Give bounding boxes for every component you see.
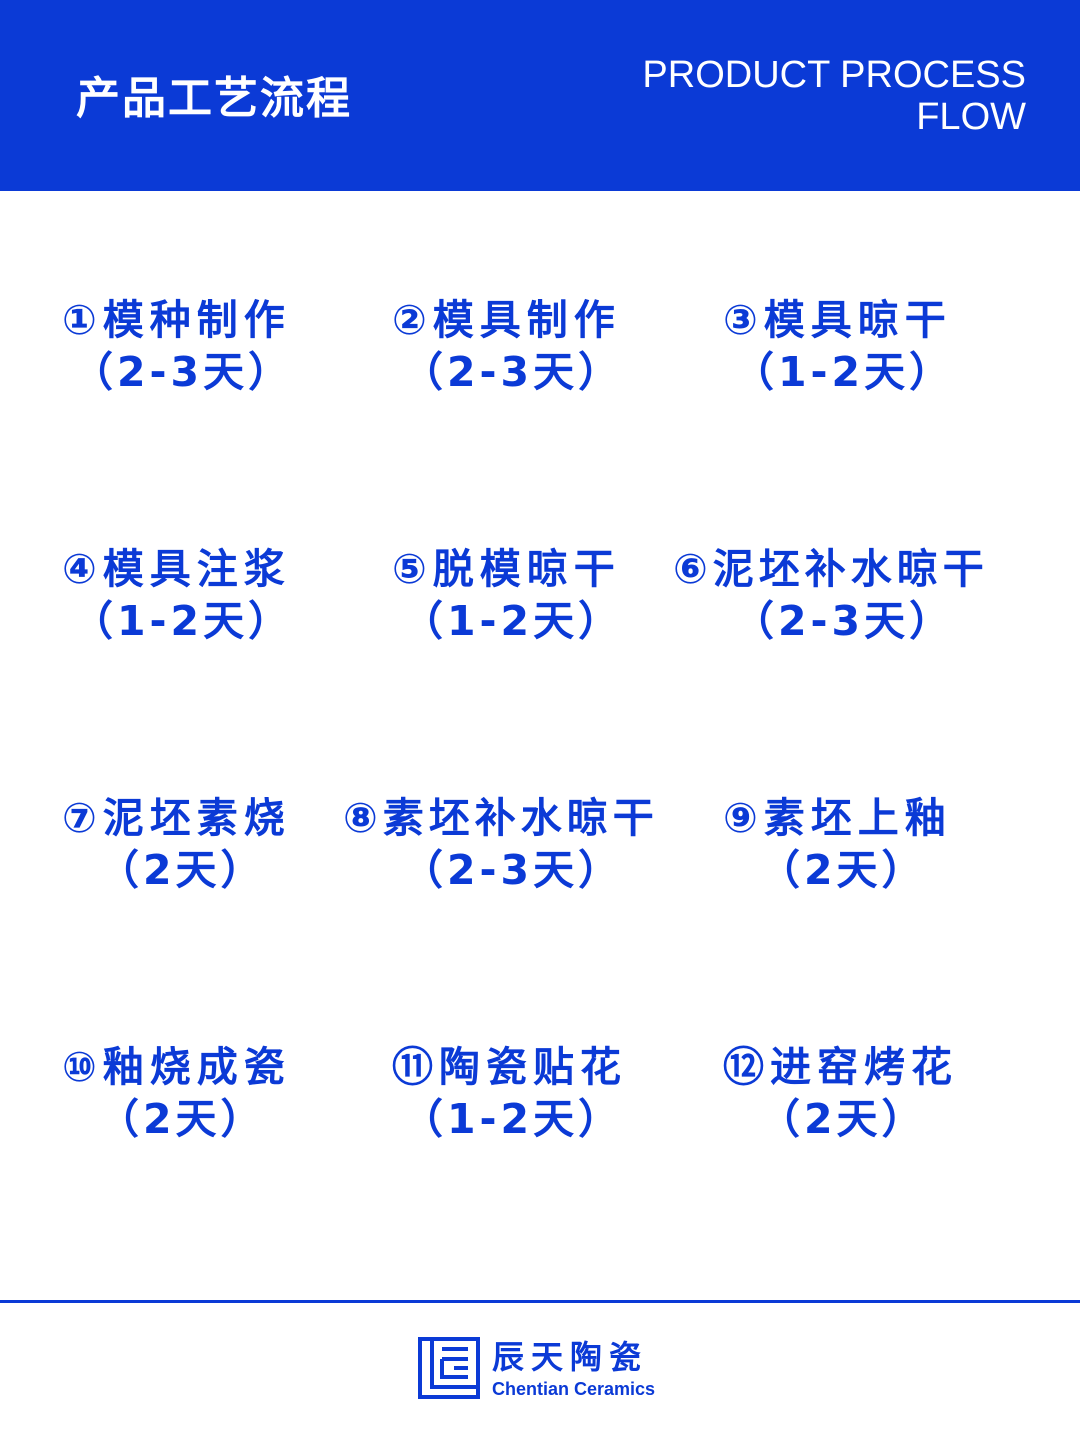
step-duration: （2天） <box>98 846 266 894</box>
process-step-11: ⑪陶瓷贴花 （1-2天） <box>392 1041 732 1145</box>
brand-name-english: Chentian Ceramics <box>492 1379 656 1399</box>
step-duration: （1-2天） <box>402 1095 624 1143</box>
step-duration: （2天） <box>98 1095 266 1143</box>
footer-divider <box>0 1300 1080 1303</box>
process-step-2: ②模具制作 （2-3天） <box>392 294 732 398</box>
step-name: ④模具注浆 <box>62 545 291 593</box>
step-name: ⑥泥坯补水晾干 <box>673 545 989 593</box>
step-name: ⑫进窑烤花 <box>723 1043 958 1091</box>
process-step-1: ①模种制作 （2-3天） <box>62 294 402 398</box>
step-duration: （1-2天） <box>72 597 294 645</box>
brand-name-chinese: 辰天陶瓷 <box>492 1338 649 1376</box>
process-step-7: ⑦泥坯素烧 （2天） <box>62 792 402 896</box>
process-step-4: ④模具注浆 （1-2天） <box>62 543 402 647</box>
step-name: ①模种制作 <box>62 296 291 344</box>
page-title-english-line2: FLOW <box>916 96 1026 138</box>
step-name: ②模具制作 <box>392 296 621 344</box>
step-name: ⑧素坯补水晾干 <box>343 794 659 842</box>
process-step-8: ⑧素坯补水晾干 （2-3天） <box>343 792 743 896</box>
page-title: 产品工艺流程 <box>76 73 352 124</box>
header-banner: 产品工艺流程 PRODUCT PROCESS FLOW <box>0 0 1080 191</box>
step-duration: （1-2天） <box>402 597 624 645</box>
step-name: ⑩釉烧成瓷 <box>62 1043 291 1091</box>
process-step-3: ③模具晾干 （1-2天） <box>723 294 1063 398</box>
process-step-6: ⑥泥坯补水晾干 （2-3天） <box>673 543 1073 647</box>
step-duration: （2-3天） <box>402 348 624 396</box>
page-title-english-line1: PRODUCT PROCESS <box>642 54 1026 96</box>
step-duration: （2天） <box>759 846 927 894</box>
step-duration: （2-3天） <box>733 597 955 645</box>
step-name: ⑤脱模晾干 <box>392 545 621 593</box>
process-step-5: ⑤脱模晾干 （1-2天） <box>392 543 732 647</box>
step-name: ③模具晾干 <box>723 296 952 344</box>
step-duration: （2-3天） <box>402 846 624 894</box>
step-name: ⑨素坯上釉 <box>723 794 952 842</box>
step-name: ⑪陶瓷贴花 <box>392 1043 627 1091</box>
process-step-12: ⑫进窑烤花 （2天） <box>723 1041 1063 1145</box>
step-duration: （1-2天） <box>733 348 955 396</box>
step-name: ⑦泥坯素烧 <box>62 794 291 842</box>
step-duration: （2-3天） <box>72 348 294 396</box>
page-title-english: PRODUCT PROCESS FLOW <box>606 54 1026 138</box>
process-step-9: ⑨素坯上釉 （2天） <box>723 792 1063 896</box>
process-step-10: ⑩釉烧成瓷 （2天） <box>62 1041 402 1145</box>
chentian-logo-icon <box>418 1337 480 1399</box>
step-duration: （2天） <box>759 1095 927 1143</box>
